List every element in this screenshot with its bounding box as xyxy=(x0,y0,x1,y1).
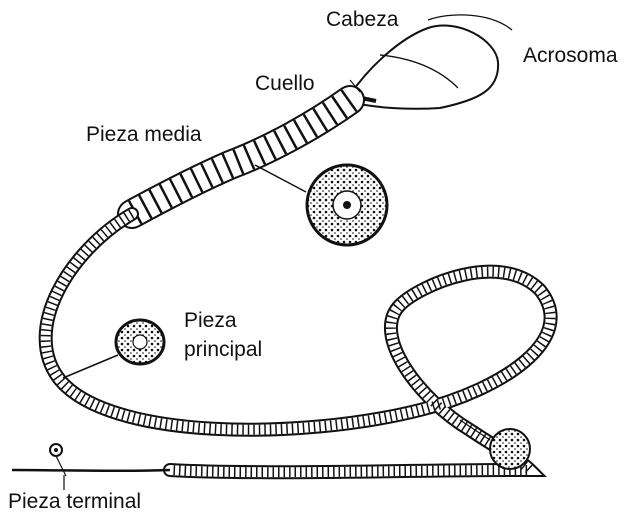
label-acrosoma: Acrosoma xyxy=(523,44,618,68)
sperm-head xyxy=(350,26,498,109)
label-pieza-media: Pieza media xyxy=(86,123,202,147)
sperm-terminal-piece xyxy=(12,470,170,471)
label-pieza-principal-line1: Pieza xyxy=(184,309,237,333)
label-pieza-terminal: Pieza terminal xyxy=(8,490,141,514)
endpiece-cross-section xyxy=(460,420,530,469)
midpiece-cross-section xyxy=(255,165,387,245)
label-cabeza: Cabeza xyxy=(326,8,398,32)
principal-cross-section xyxy=(63,320,164,378)
label-cuello: Cuello xyxy=(255,72,315,96)
label-pieza-principal-line2: principal xyxy=(184,338,262,362)
